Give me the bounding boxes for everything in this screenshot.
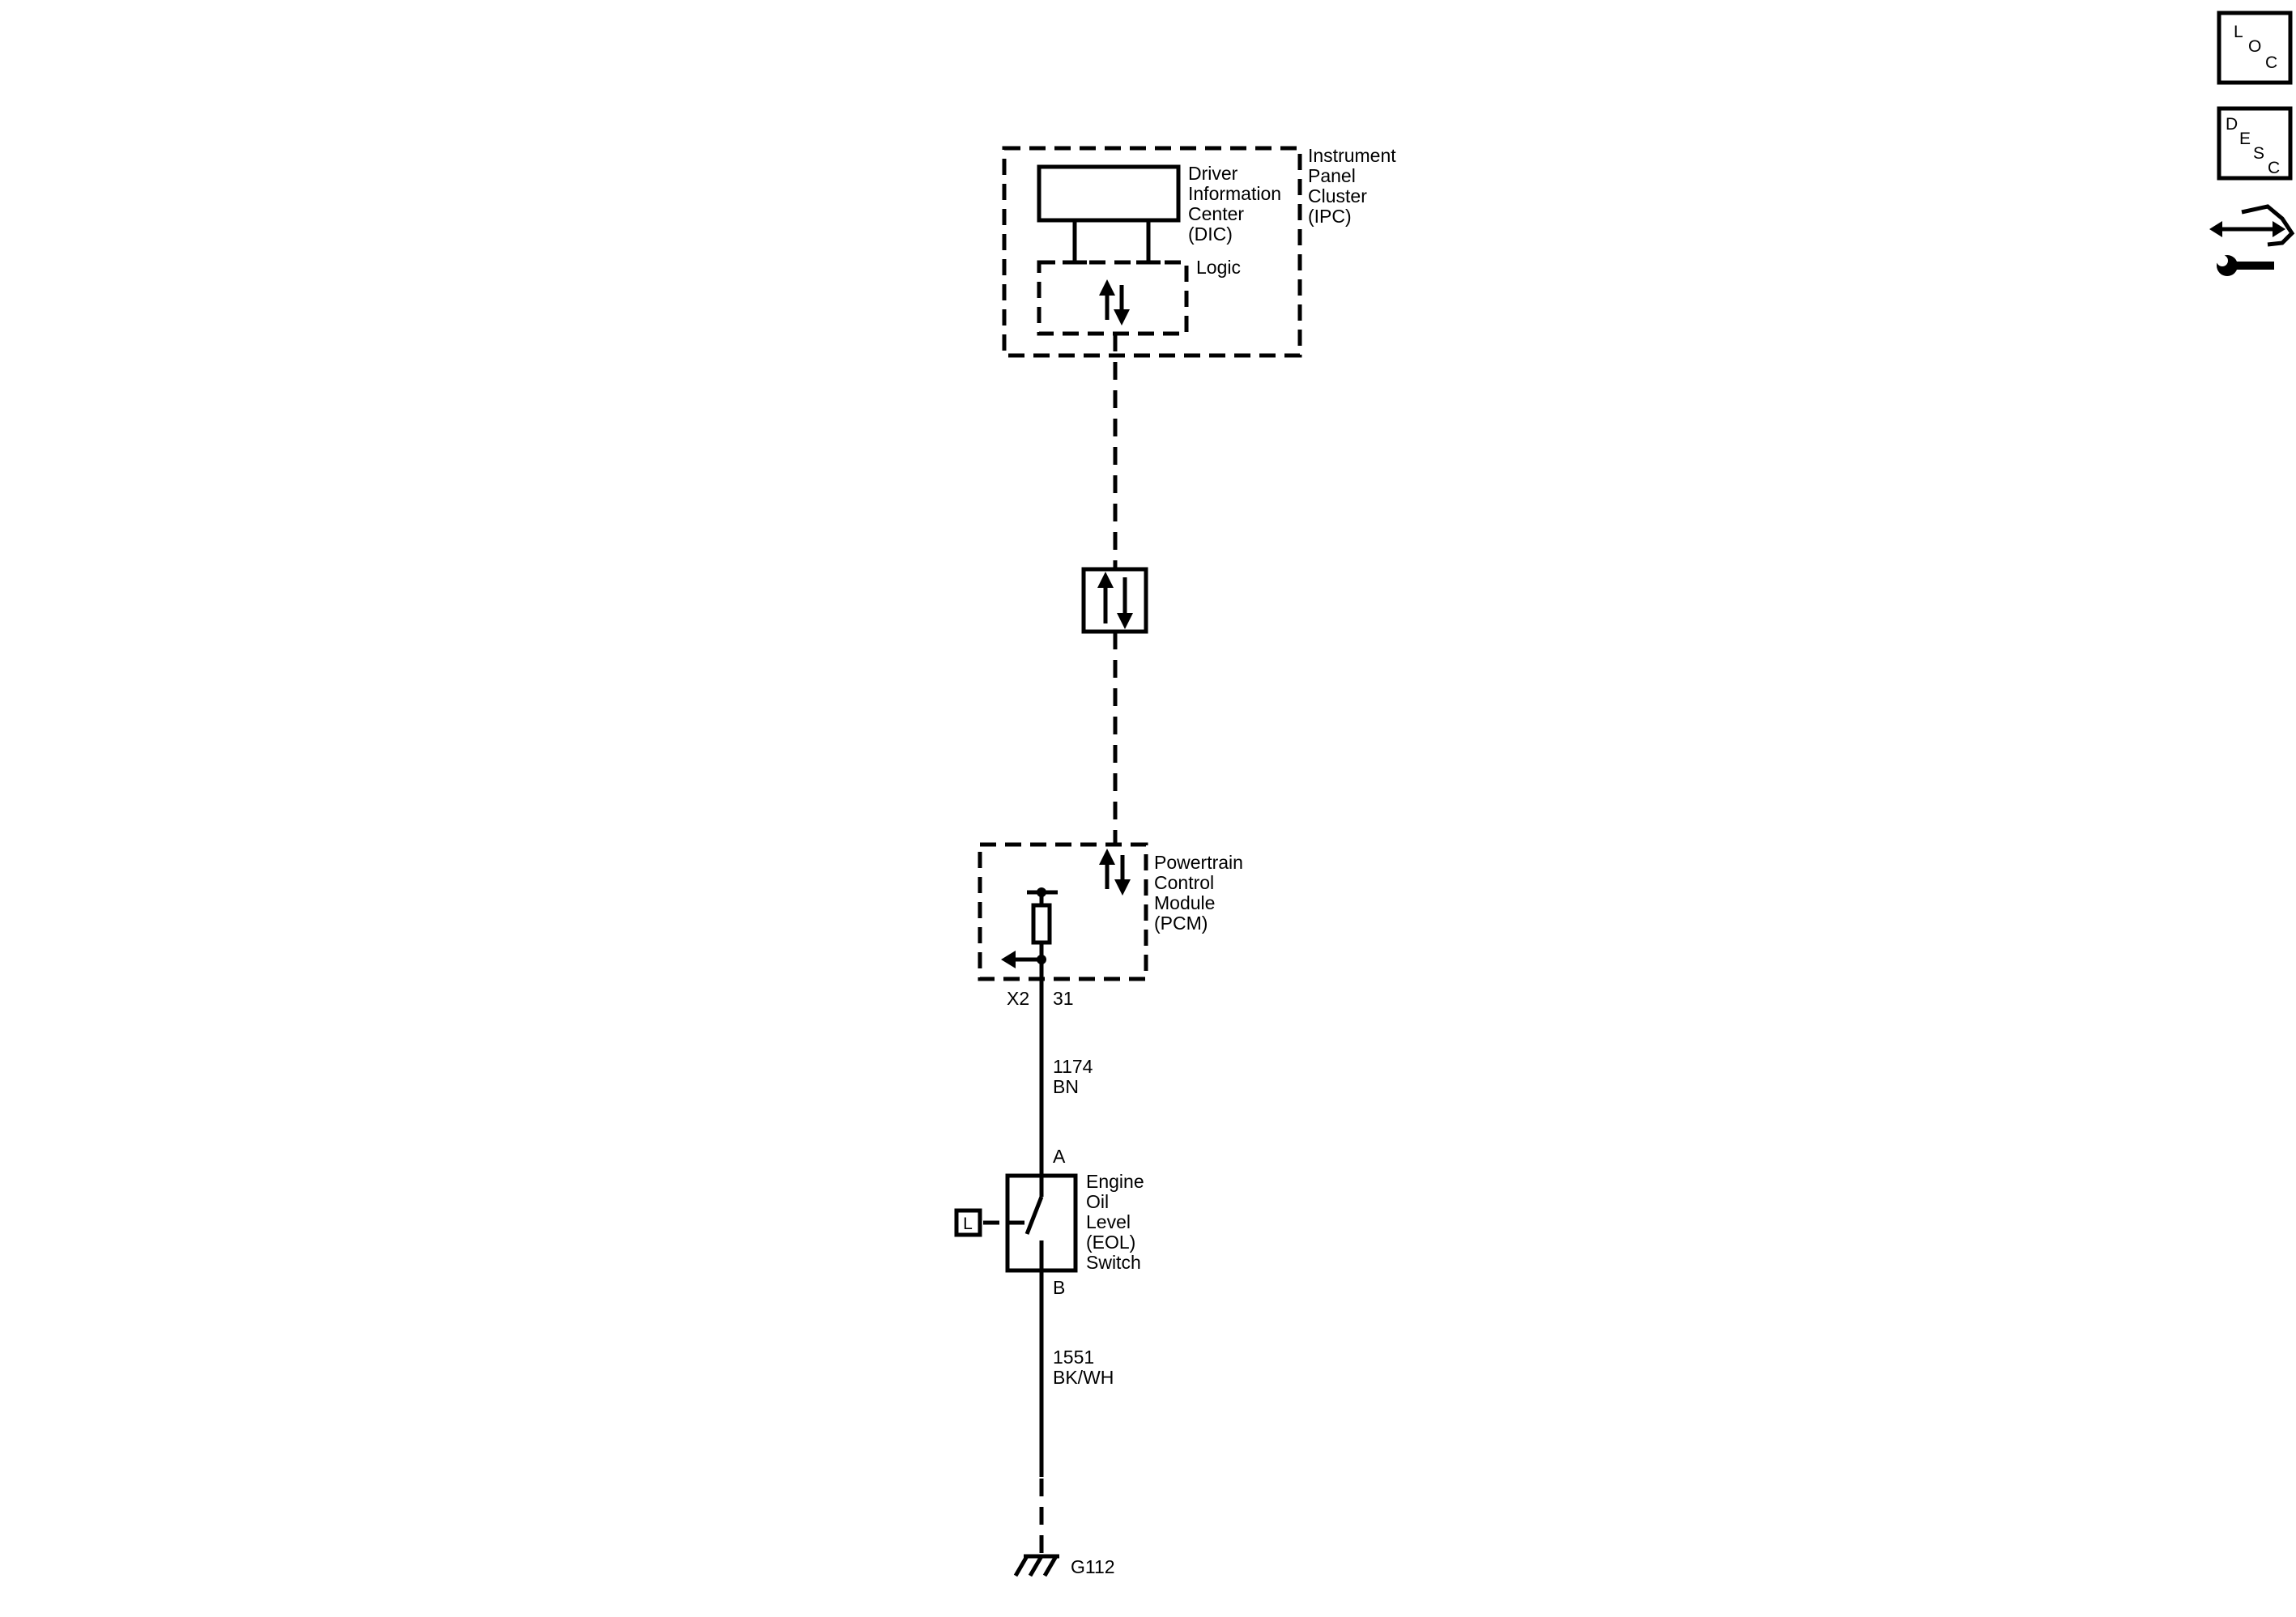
ipc-label-line-3: Cluster [1308,185,1367,206]
wire-1551: 1551 BK/WH [1039,1270,1114,1556]
dic-label-line-3: Center [1188,203,1244,224]
ipc-label-line-4: (IPC) [1308,206,1352,227]
ground-label: G112 [1071,1556,1115,1577]
eol-label-line-5: Switch [1086,1252,1141,1273]
desc-letter-e: E [2239,130,2251,148]
eol-pin-a-label: A [1053,1146,1066,1167]
pcm-label-line-4: (PCM) [1154,913,1208,934]
pcm-label-line-3: Module [1154,892,1215,913]
pcm-label-line-1: Powertrain [1154,852,1243,873]
logic-label: Logic [1196,257,1241,278]
wire-1551-color: BK/WH [1053,1367,1114,1388]
wire-1551-circuit: 1551 [1053,1347,1094,1368]
loc-button[interactable]: L O C [2217,11,2293,85]
loc-letter-l: L [2234,23,2243,41]
loc-letter-o: O [2248,37,2261,56]
wire-1174: 1174 BN [1039,980,1093,1176]
eol-pin-b-label: B [1053,1277,1065,1298]
pcm-pin-label: 31 [1053,988,1074,1009]
eol-switch: A L Engine Oil Level (EOL) Switch B [954,1146,1144,1298]
serial-data-link [1081,334,1148,846]
connector-end-view-button[interactable] [2209,204,2295,276]
eol-side-box [954,1208,982,1237]
desc-letter-c: C [2268,159,2280,177]
ipc-label-line-2: Panel [1308,165,1356,186]
dic-label-line-2: Information [1188,183,1281,204]
eol-label-line-1: Engine [1086,1171,1144,1192]
desc-letter-s: S [2253,144,2264,163]
desc-button[interactable]: D E S C [2217,106,2293,181]
ipc-module: Instrument Panel Cluster (IPC) Driver In… [1002,145,1396,358]
eol-label-line-2: Oil [1086,1191,1109,1212]
serial-data-symbol [1081,567,1148,634]
desc-letter-d: D [2226,115,2238,134]
logic-block: Logic [1037,257,1241,336]
eol-label-line-4: (EOL) [1086,1232,1135,1253]
ipc-label-line-1: Instrument [1308,145,1396,166]
dic-label-line-4: (DIC) [1188,223,1233,245]
pcm-connector-label: X2 [1007,988,1029,1009]
wire-1174-color: BN [1053,1076,1079,1097]
eol-label-line-3: Level [1086,1211,1131,1232]
loc-letter-c: C [2265,53,2277,72]
dic-display: Driver Information Center (DIC) [1037,163,1281,265]
pcm-module: Powertrain Control Module (PCM) X2 31 [978,842,1243,1009]
eol-side-box-label: L [963,1215,973,1233]
wire-1174-circuit: 1174 [1053,1056,1093,1077]
pcm-pullup-resistor [1001,887,1058,980]
pcm-label-line-2: Control [1154,872,1214,893]
pcm-signal-arrow-icon [1001,951,1016,968]
ground-g112: G112 [1013,1554,1115,1577]
dic-label-line-1: Driver [1188,163,1238,184]
connector-end-view-icon [2209,204,2295,276]
